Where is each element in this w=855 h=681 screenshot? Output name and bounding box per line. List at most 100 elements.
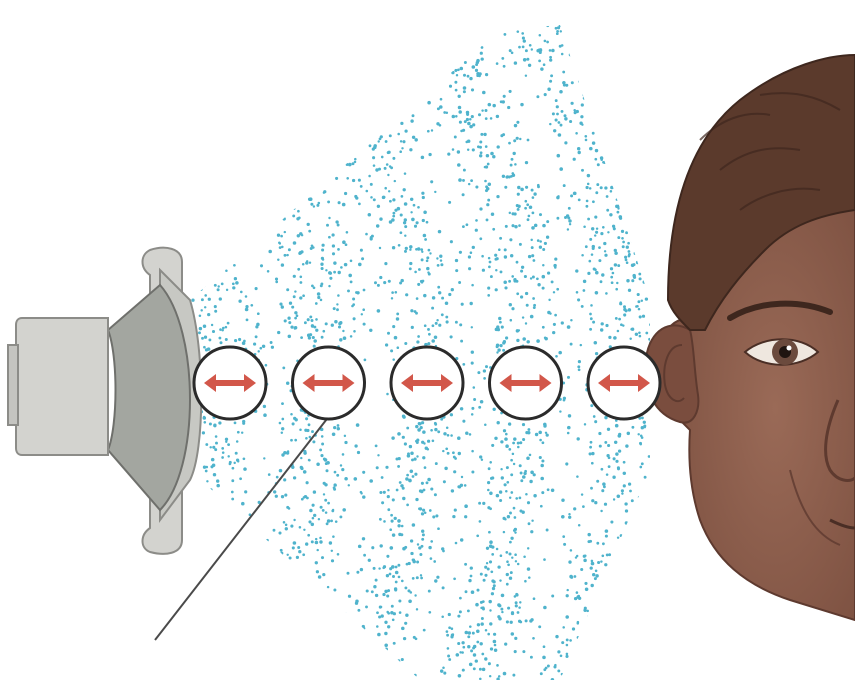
air-particle <box>589 147 593 151</box>
air-particle <box>581 254 584 257</box>
air-particle <box>596 227 598 229</box>
air-particle <box>618 318 621 321</box>
air-particle <box>619 215 623 219</box>
air-particle <box>598 246 601 249</box>
air-particle <box>631 327 634 330</box>
air-particle <box>612 107 615 110</box>
air-particle <box>638 496 640 498</box>
air-particle <box>261 586 263 588</box>
air-particle <box>544 242 547 245</box>
air-particle <box>191 569 194 572</box>
air-particle <box>257 118 260 121</box>
air-particle <box>543 424 546 427</box>
air-particle <box>371 235 374 238</box>
air-particle <box>612 663 615 666</box>
air-particle <box>496 115 499 118</box>
air-particle <box>245 295 248 298</box>
air-particle <box>404 442 407 445</box>
air-particle <box>322 330 325 333</box>
air-particle <box>577 622 580 625</box>
air-particle <box>523 472 526 475</box>
air-particle <box>411 218 415 222</box>
air-particle <box>607 137 610 140</box>
air-particle <box>386 163 389 166</box>
air-particle <box>296 217 299 220</box>
air-particle <box>586 59 590 63</box>
air-particle <box>203 325 206 328</box>
air-particle <box>546 24 549 27</box>
air-particle <box>208 647 211 650</box>
air-particle <box>284 494 287 497</box>
air-particle <box>437 107 440 110</box>
air-particle <box>370 237 373 240</box>
air-particle <box>207 347 211 351</box>
air-particle <box>286 197 289 200</box>
air-particle <box>613 47 616 50</box>
air-particle <box>487 506 490 509</box>
air-particle <box>291 149 294 152</box>
air-particle <box>489 675 491 677</box>
air-particle <box>539 213 542 216</box>
air-particle <box>593 46 597 50</box>
air-particle <box>465 431 468 434</box>
air-particle <box>498 617 502 621</box>
air-particle <box>392 678 394 680</box>
air-particle <box>595 149 598 152</box>
air-particle <box>279 422 282 425</box>
air-particle <box>218 186 221 189</box>
air-particle <box>626 636 630 640</box>
air-particle <box>183 654 186 657</box>
air-particle <box>234 164 236 166</box>
air-particle <box>354 161 357 164</box>
air-particle <box>606 588 609 591</box>
air-particle <box>275 638 277 640</box>
air-particle <box>213 648 215 650</box>
air-particle <box>429 252 431 254</box>
air-particle <box>313 286 316 289</box>
air-particle <box>356 58 359 61</box>
air-particle <box>525 200 528 203</box>
air-particle <box>421 258 424 261</box>
air-particle <box>232 467 235 470</box>
air-particle <box>590 304 593 307</box>
air-particle <box>479 140 482 143</box>
air-particle <box>230 125 233 128</box>
air-particle <box>542 441 545 444</box>
air-particle <box>569 575 573 579</box>
air-particle <box>352 92 355 95</box>
air-particle <box>183 219 186 222</box>
air-particle <box>201 337 204 340</box>
air-particle <box>622 245 625 248</box>
air-particle <box>396 312 399 315</box>
air-particle <box>178 632 181 635</box>
air-particle <box>300 281 303 284</box>
air-particle <box>611 162 614 165</box>
air-particle <box>457 436 461 440</box>
air-particle <box>248 643 251 646</box>
air-particle <box>533 259 536 262</box>
air-particle <box>318 575 322 579</box>
air-particle <box>428 273 431 276</box>
air-particle <box>615 452 618 455</box>
air-particle <box>461 44 464 47</box>
air-particle <box>421 512 424 515</box>
air-particle <box>309 315 312 318</box>
air-particle <box>563 543 566 546</box>
air-particle <box>498 604 501 607</box>
air-particle <box>197 52 200 55</box>
air-particle <box>579 661 582 664</box>
air-particle <box>481 617 484 620</box>
air-particle <box>581 69 585 73</box>
air-particle <box>623 313 626 316</box>
air-particle <box>246 206 249 209</box>
air-particle <box>613 336 617 340</box>
air-particle <box>230 513 233 516</box>
air-particle <box>377 633 381 637</box>
air-particle <box>281 402 284 405</box>
air-particle <box>370 183 373 186</box>
air-particle <box>337 248 340 251</box>
air-particle <box>272 122 275 125</box>
air-particle <box>524 207 527 210</box>
air-particle <box>331 676 334 679</box>
air-particle <box>222 327 225 330</box>
